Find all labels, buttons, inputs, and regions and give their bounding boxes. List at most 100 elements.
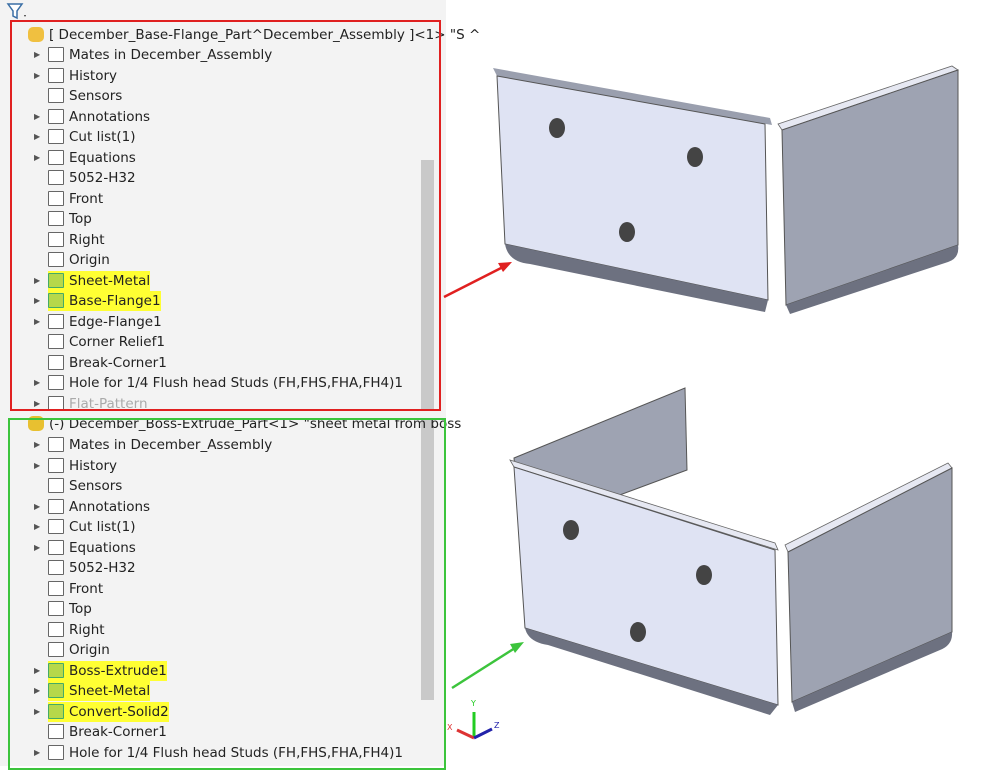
tree-item[interactable]: Break-Corner1 — [48, 353, 167, 373]
tree-item[interactable]: Break-Corner1 — [48, 722, 167, 742]
expand-arrow-icon[interactable]: ▶ — [34, 378, 41, 387]
tree-item[interactable]: Right — [48, 620, 105, 640]
tree-item[interactable]: Origin — [48, 250, 110, 270]
tree-item-label: Right — [69, 231, 105, 248]
tree-item-label: Break-Corner1 — [69, 724, 167, 740]
red-highlight-box — [10, 20, 441, 411]
tree-item[interactable]: ▶Annotations — [34, 107, 150, 127]
arrow-red — [443, 262, 512, 299]
feature-icon — [48, 272, 64, 288]
tree-item[interactable]: ▶ Equations — [34, 538, 136, 558]
expand-arrow-icon[interactable]: ▶ — [34, 296, 41, 305]
tree-item[interactable]: Corner Relief1 — [48, 332, 165, 352]
tree-item[interactable]: ▶Base-Flange1 — [34, 291, 161, 311]
tree-item-label: Hole for 1/4 Flush head Studs (FH,FHS,FH… — [69, 744, 403, 761]
expand-arrow-icon[interactable]: ▶ — [34, 132, 41, 141]
tree-item[interactable]: ▶ Hole for 1/4 Flush head Studs (FH,FHS,F… — [34, 373, 403, 393]
feature-icon — [48, 724, 64, 739]
tree-item-label: Origin — [69, 252, 110, 268]
feature-icon — [48, 252, 64, 267]
expand-arrow-icon[interactable]: ▶ — [34, 111, 41, 121]
tree-item[interactable]: Front — [48, 189, 103, 209]
expand-arrow-icon[interactable]: ▶ — [34, 70, 41, 80]
tree-item[interactable]: Origin — [48, 640, 110, 660]
tree-item-label: 5052-H32 — [69, 170, 136, 186]
scrollbar-thumb[interactable] — [421, 160, 434, 410]
feature-manager-tree: [ December_Base-Flange_Part^December_Ass… — [0, 0, 480, 766]
part-icon — [28, 27, 44, 42]
feature-icon — [48, 149, 64, 165]
boss-extrude-model — [509, 387, 953, 715]
svg-text:Y: Y — [470, 699, 476, 708]
tree-item[interactable]: Sensors — [48, 86, 122, 106]
tree-item[interactable]: Top — [48, 209, 92, 229]
expand-arrow-icon[interactable]: ▶ — [34, 316, 41, 326]
svg-text:X: X — [447, 723, 453, 732]
expand-arrow-icon[interactable]: ▶ — [34, 50, 41, 59]
feature-icon — [48, 88, 64, 103]
tree-item-label: Corner Relief1 — [69, 334, 165, 350]
tree-item[interactable]: ▶ Mates in December_Assembly — [34, 45, 273, 65]
tree-item-label: Origin — [69, 642, 110, 658]
expand-arrow-icon[interactable]: ▶ — [34, 460, 41, 470]
feature-icon — [48, 334, 64, 349]
tree-item-label: Hole for 1/4 Flush head Studs (FH,FHS,FH… — [69, 375, 403, 391]
expand-arrow-icon[interactable]: ▶ — [34, 152, 41, 162]
part-node-top_part[interactable]: [ December_Base-Flange_Part^December_Ass… — [28, 25, 480, 45]
feature-icon — [48, 478, 64, 493]
tree-item[interactable]: ▶Edge-Flange1 — [34, 312, 162, 332]
tree-item-label: Flat-Pattern — [69, 395, 148, 412]
feature-icon — [48, 601, 64, 616]
feature-icon — [48, 437, 64, 452]
tree-item-label: Convert-Solid2 — [69, 703, 169, 720]
tree-item-label: Equations — [69, 539, 136, 556]
tree-item[interactable]: ▶ Hole for 1/4 Flush head Studs (FH,FHS,F… — [34, 743, 403, 763]
tree-item[interactable]: ▶Cut list(1) — [34, 517, 136, 537]
tree-item-label: History — [69, 67, 118, 84]
feature-icon — [48, 211, 64, 226]
filter-icon[interactable] — [6, 2, 28, 20]
tree-item[interactable]: ▶ History — [34, 456, 118, 476]
expand-arrow-icon[interactable]: ▶ — [34, 747, 41, 757]
tree-item[interactable]: Front — [48, 579, 103, 599]
expand-arrow-icon[interactable]: ▶ — [34, 398, 41, 408]
scrollbar-thumb[interactable] — [421, 420, 434, 700]
tree-item[interactable]: Right — [48, 230, 105, 250]
tree-item[interactable]: ▶Sheet-Metal — [34, 270, 151, 291]
tree-item[interactable]: ▶ Convert-Solid2 — [34, 701, 169, 722]
tree-item[interactable]: Top — [48, 599, 92, 619]
tree-item-label: Mates in December_Assembly — [69, 47, 273, 63]
base-flange-model — [493, 65, 959, 314]
feature-icon — [48, 683, 64, 698]
feature-icon — [48, 354, 64, 370]
tree-item[interactable]: 5052-H32 — [48, 168, 136, 188]
expand-arrow-icon[interactable]: ▶ — [34, 706, 41, 716]
tree-item[interactable]: ▶Sheet-Metal — [34, 681, 151, 701]
expand-arrow-icon[interactable]: ▶ — [34, 440, 41, 449]
tree-item[interactable]: Sensors — [48, 476, 122, 496]
feature-icon — [48, 67, 64, 83]
tree-item-label: History — [69, 457, 118, 474]
tree-item-label: Right — [69, 621, 105, 638]
tree-item[interactable]: ▶ Boss-Extrude1 — [34, 660, 167, 681]
feature-icon — [48, 313, 64, 329]
tree-item-label: 5052-H32 — [69, 560, 136, 576]
tree-item[interactable]: ▶ History — [34, 66, 118, 86]
tree-item-label: Mates in December_Assembly — [69, 437, 273, 453]
expand-arrow-icon[interactable]: ▶ — [34, 542, 41, 552]
tree-item[interactable]: 5052-H32 — [48, 558, 136, 578]
tree-item[interactable]: ▶Equations — [34, 148, 136, 168]
expand-arrow-icon[interactable]: ▶ — [34, 665, 41, 675]
tree-item-label: Sensors — [69, 478, 123, 494]
feature-icon — [48, 560, 64, 575]
tree-item-label: Boss-Extrude1 — [69, 662, 167, 679]
tree-item[interactable]: ▶Annotations — [34, 497, 150, 517]
tree-item[interactable]: ▶ Mates in December_Assembly — [34, 435, 273, 455]
feature-icon — [48, 498, 64, 514]
feature-icon — [48, 47, 64, 62]
expand-arrow-icon[interactable]: ▶ — [34, 501, 41, 511]
expand-arrow-icon[interactable]: ▶ — [34, 686, 41, 695]
tree-item[interactable]: ▶Cut list(1) — [34, 127, 136, 147]
expand-arrow-icon[interactable]: ▶ — [34, 275, 41, 285]
expand-arrow-icon[interactable]: ▶ — [34, 522, 41, 531]
